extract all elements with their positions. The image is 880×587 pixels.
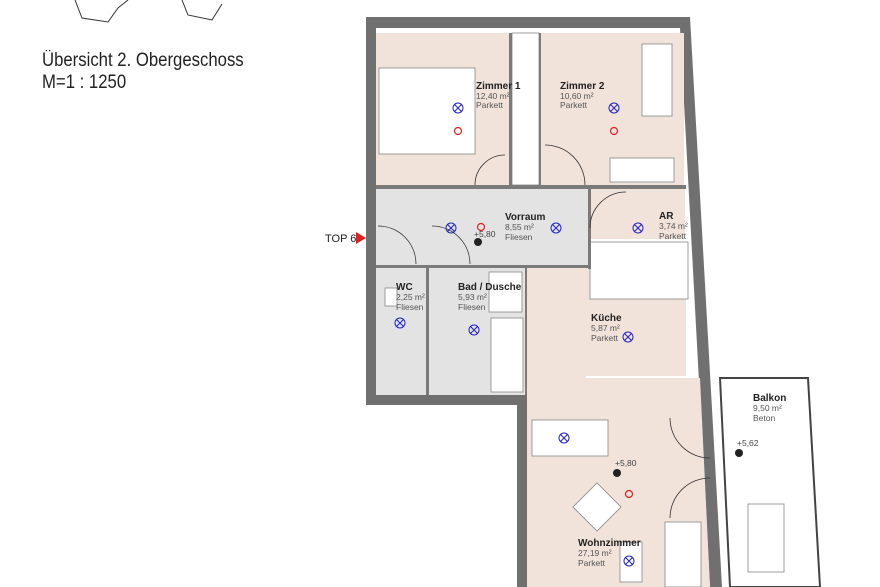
plan-title: Übersicht 2. Obergeschoss <box>42 50 244 71</box>
plan-scale: M=1 : 1250 <box>42 72 127 93</box>
svg-text:Balkon: Balkon <box>753 393 786 404</box>
svg-text:Vorraum: Vorraum <box>505 212 545 223</box>
svg-text:8,55 m²: 8,55 m² <box>505 222 534 232</box>
svg-text:Küche: Küche <box>591 313 622 324</box>
sideboard <box>664 521 702 587</box>
level-marker-vorraum: +5,80 <box>474 229 496 246</box>
svg-text:Parkett: Parkett <box>560 100 588 110</box>
entrance-marker: TOP 6 <box>325 232 366 245</box>
wardrobe <box>511 32 540 186</box>
svg-text:+5,62: +5,62 <box>737 438 759 448</box>
svg-text:Fliesen: Fliesen <box>458 302 486 312</box>
svg-text:AR: AR <box>659 211 674 222</box>
interior-walls <box>376 33 686 395</box>
svg-text:Fliesen: Fliesen <box>396 302 424 312</box>
svg-text:WC: WC <box>396 282 413 293</box>
smoke-detector-icon <box>453 126 463 136</box>
svg-text:TOP 6: TOP 6 <box>325 233 356 245</box>
door-swings <box>377 144 711 519</box>
shower <box>488 271 523 313</box>
svg-text:5,87 m²: 5,87 m² <box>591 323 620 333</box>
svg-text:Beton: Beton <box>753 413 775 423</box>
light-icon <box>550 222 562 234</box>
dining-table <box>531 419 609 457</box>
svg-text:+5,80: +5,80 <box>474 229 496 239</box>
bathtub <box>490 317 524 393</box>
smoke-detector-icon <box>476 222 486 232</box>
svg-text:3,74 m²: 3,74 m² <box>659 221 688 231</box>
light-icon <box>468 324 480 336</box>
svg-text:Fliesen: Fliesen <box>505 232 533 242</box>
level-marker-balkon: +5,62 <box>735 438 759 457</box>
svg-text:Parkett: Parkett <box>659 231 687 241</box>
light-icon <box>394 317 406 329</box>
svg-text:12,40 m²: 12,40 m² <box>476 91 510 101</box>
smoke-detector-icons <box>453 126 634 499</box>
svg-text:27,19 m²: 27,19 m² <box>578 548 612 558</box>
light-icon <box>622 331 634 343</box>
tv-table <box>619 541 643 583</box>
svg-text:9,50 m²: 9,50 m² <box>753 403 782 413</box>
room-balkon <box>718 377 822 587</box>
exterior-walls <box>366 17 722 587</box>
light-icon <box>632 222 644 234</box>
room-wc <box>376 268 426 395</box>
light-icon <box>452 102 464 114</box>
svg-text:2,25 m²: 2,25 m² <box>396 292 425 302</box>
overview-thumbnail <box>74 0 223 23</box>
svg-text:Zimmer 1: Zimmer 1 <box>476 81 521 92</box>
svg-text:Bad / Dusche: Bad / Dusche <box>458 282 522 293</box>
room-vorraum <box>376 189 588 265</box>
svg-text:Wohnzimmer: Wohnzimmer <box>578 538 641 549</box>
shelf <box>609 157 675 183</box>
armchair <box>572 482 622 532</box>
desk <box>641 43 673 117</box>
ceiling-light-icons <box>394 102 644 567</box>
kitchen-counter <box>589 241 689 300</box>
svg-text:+5,80: +5,80 <box>615 458 637 468</box>
light-icon <box>623 555 635 567</box>
svg-text:Parkett: Parkett <box>476 100 504 110</box>
furniture <box>378 43 785 587</box>
entrance-arrow-icon <box>356 232 366 244</box>
svg-text:5,93 m²: 5,93 m² <box>458 292 487 302</box>
level-marker-wohnzimmer: +5,80 <box>613 458 637 477</box>
light-icon <box>445 222 457 234</box>
svg-text:Zimmer 2: Zimmer 2 <box>560 81 605 92</box>
light-icon <box>608 102 620 114</box>
plan-title-block: Übersicht 2. Obergeschoss M=1 : 1250 <box>42 50 244 94</box>
svg-text:Parkett: Parkett <box>578 558 606 568</box>
light-icon <box>558 432 570 444</box>
svg-text:Parkett: Parkett <box>591 333 619 343</box>
smoke-detector-icon <box>624 489 634 499</box>
bed <box>378 67 476 155</box>
smoke-detector-icon <box>609 126 619 136</box>
svg-text:10,60 m²: 10,60 m² <box>560 91 594 101</box>
toilet <box>384 287 398 307</box>
balcony-table <box>747 503 785 573</box>
